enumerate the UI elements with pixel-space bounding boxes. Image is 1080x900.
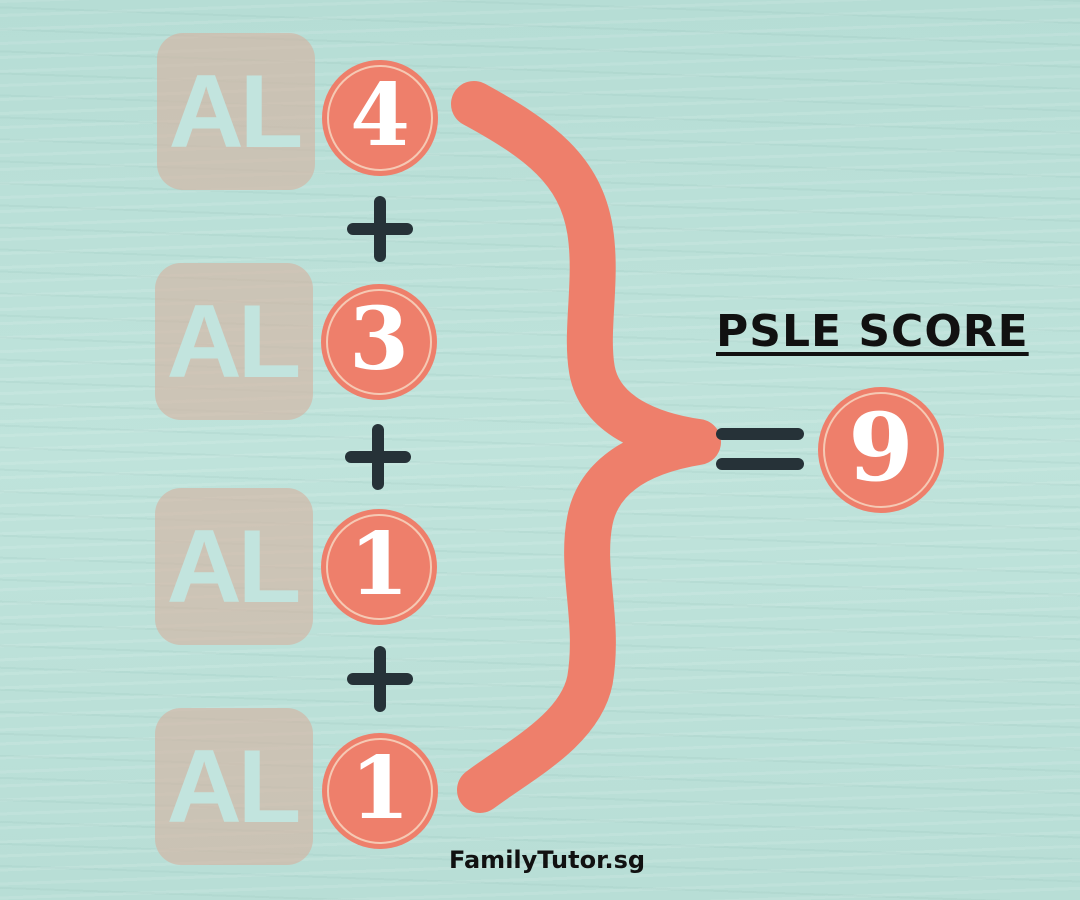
grade-badge-2: 3 xyxy=(321,284,437,400)
al-label-box-2: AL xyxy=(155,263,313,420)
total-score-badge: 9 xyxy=(818,387,944,513)
brand-watermark: FamilyTutor.sg xyxy=(449,846,646,874)
plus-icon xyxy=(347,196,413,262)
al-label-text: AL xyxy=(166,728,302,845)
grade-badge-3: 1 xyxy=(321,509,437,625)
grade-value: 1 xyxy=(350,738,410,839)
al-label-box-3: AL xyxy=(155,488,313,645)
total-score-value: 9 xyxy=(848,393,914,503)
grade-badge-1: 4 xyxy=(322,60,438,176)
psle-score-title: PSLE SCORE xyxy=(716,306,1029,357)
al-label-box-1: AL xyxy=(157,33,315,190)
al-label-text: AL xyxy=(168,53,304,170)
grade-value: 4 xyxy=(350,65,410,166)
grade-value: 1 xyxy=(349,514,409,615)
grade-value: 3 xyxy=(349,289,409,390)
grade-badge-4: 1 xyxy=(322,733,438,849)
al-label-text: AL xyxy=(166,283,302,400)
al-label-box-4: AL xyxy=(155,708,313,865)
plus-icon xyxy=(345,424,411,490)
plus-icon xyxy=(347,646,413,712)
equals-icon xyxy=(716,426,804,474)
al-label-text: AL xyxy=(166,508,302,625)
